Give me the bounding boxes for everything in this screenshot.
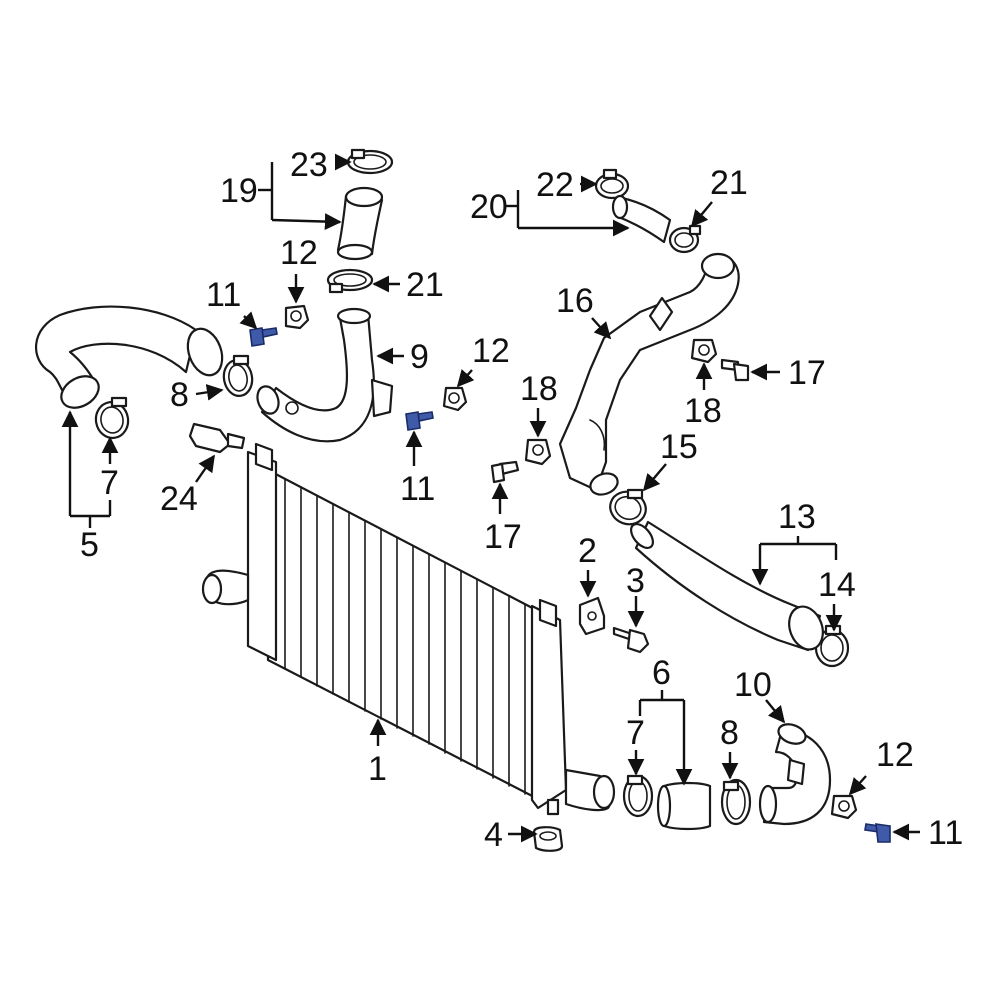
callout-1: 1 bbox=[368, 750, 387, 788]
nut-18-left-part[interactable] bbox=[524, 438, 552, 466]
coupler-hose-6-part[interactable] bbox=[656, 781, 712, 831]
callout-8-lower: 8 bbox=[720, 714, 739, 752]
callout-12-middle: 12 bbox=[472, 332, 510, 370]
callout-9: 9 bbox=[410, 338, 429, 376]
sensor-24-part[interactable] bbox=[188, 422, 246, 454]
nut-12-middle-part[interactable] bbox=[442, 386, 468, 412]
clamp-8-lower-part[interactable] bbox=[720, 778, 752, 826]
callout-20: 20 bbox=[470, 188, 508, 226]
clamp-7-upper-part[interactable] bbox=[93, 396, 131, 441]
callout-6: 6 bbox=[652, 654, 671, 692]
callout-21-right: 21 bbox=[710, 164, 748, 202]
callout-8-upper: 8 bbox=[170, 376, 189, 414]
callout-7-upper: 7 bbox=[100, 464, 119, 502]
callout-22: 22 bbox=[536, 166, 574, 204]
clamp-15-part[interactable] bbox=[606, 487, 651, 529]
leader-lines bbox=[61, 153, 920, 843]
callout-labels: 1 2 3 4 5 6 7 7 8 8 9 10 11 11 11 12 12 … bbox=[80, 146, 963, 854]
bolt-11-lower-highlighted-part[interactable] bbox=[864, 823, 891, 843]
callout-7-lower: 7 bbox=[626, 714, 645, 752]
clamp-22-part[interactable] bbox=[594, 168, 630, 200]
intercooler-part[interactable] bbox=[201, 442, 616, 816]
clamp-8-upper-part[interactable] bbox=[221, 354, 255, 398]
callout-10: 10 bbox=[734, 666, 772, 704]
callout-11-lower: 11 bbox=[928, 814, 963, 852]
nut-18-right-part[interactable] bbox=[690, 338, 718, 364]
callout-4: 4 bbox=[484, 816, 503, 854]
clamp-7-lower-part[interactable] bbox=[622, 774, 654, 818]
grommet-part[interactable] bbox=[532, 826, 564, 852]
clamp-21-right-part[interactable] bbox=[668, 224, 702, 254]
callout-21-left: 21 bbox=[406, 266, 444, 304]
callout-12-upper-left: 12 bbox=[280, 234, 318, 272]
callout-3: 3 bbox=[626, 562, 645, 600]
callout-23: 23 bbox=[290, 146, 328, 184]
callout-5: 5 bbox=[80, 526, 99, 564]
callout-24: 24 bbox=[160, 480, 198, 518]
clamp-21-left-part[interactable] bbox=[326, 268, 374, 294]
callout-11-middle: 11 bbox=[400, 470, 435, 508]
elbow-pipe-10-part[interactable] bbox=[758, 721, 832, 826]
charge-hose-13-part[interactable] bbox=[627, 520, 829, 654]
callout-18-left: 18 bbox=[520, 370, 558, 408]
short-hose-20-part[interactable] bbox=[611, 194, 672, 244]
bolt-part[interactable] bbox=[612, 626, 650, 654]
callout-17-right: 17 bbox=[788, 354, 826, 392]
callout-19: 19 bbox=[220, 172, 258, 210]
bolt-11-upper-highlighted-part[interactable] bbox=[249, 327, 278, 347]
callout-13: 13 bbox=[778, 498, 816, 536]
charge-pipe-9-part[interactable] bbox=[254, 307, 394, 443]
bolt-11-middle-highlighted-part[interactable] bbox=[405, 411, 434, 431]
callout-16: 16 bbox=[556, 282, 594, 320]
intake-duct-16-part[interactable] bbox=[558, 252, 740, 498]
callout-12-lower-right: 12 bbox=[876, 736, 914, 774]
clamp-23-part[interactable] bbox=[346, 148, 394, 175]
screw-17-right-part[interactable] bbox=[720, 358, 750, 382]
nut-12-lower-right-part[interactable] bbox=[830, 794, 858, 820]
nut-12-upper-left-part[interactable] bbox=[284, 304, 310, 330]
bracket-part[interactable] bbox=[578, 596, 606, 636]
callout-17-left: 17 bbox=[484, 518, 522, 556]
callout-18-right: 18 bbox=[684, 392, 722, 430]
upper-short-hose-part[interactable] bbox=[336, 186, 384, 261]
left-charge-hose-part[interactable] bbox=[35, 305, 228, 415]
callout-11-upper: 11 bbox=[206, 276, 241, 314]
callout-2: 2 bbox=[578, 532, 597, 570]
callout-14: 14 bbox=[818, 566, 856, 604]
callout-15: 15 bbox=[660, 428, 698, 466]
screw-17-left-part[interactable] bbox=[490, 460, 520, 484]
